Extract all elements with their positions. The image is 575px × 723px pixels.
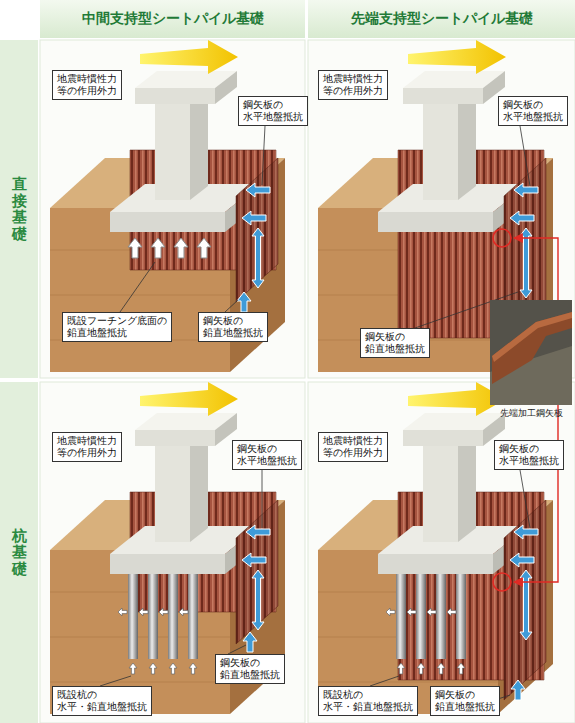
text-block: 先端支持型シートパイル基礎 [351,10,533,28]
text-segment: 鋼矢板の [203,315,243,326]
caption-label: 先端加工鋼矢板 [490,407,572,420]
callout-box: 鋼矢板の 水平地盤抵抗 [238,96,308,126]
text-segment: 水平地盤抵抗 [237,455,297,466]
text-segment: 地震時慣性力 [57,73,117,84]
text-block: 地震時慣性力 等の作用外力 [323,435,383,459]
text-segment: 地震時慣性力 [57,435,117,446]
callout-box: 鋼矢板の 鉛直地盤抵抗 [430,686,500,716]
text-segment: 等の作用外力 [323,85,383,96]
callout-box: 地震時慣性力 等の作用外力 [52,432,122,462]
text-block: 鋼矢板の 鉛直地盤抵抗 [435,689,495,713]
text-block: 中間支持型シートパイル基礎 [82,10,264,28]
text-block: 地震時慣性力 等の作用外力 [57,435,117,459]
callout-box: 鋼矢板の 水平地盤抵抗 [498,96,568,126]
text-segment: 既設杭の [57,689,97,700]
callout-box: 既設フーチング底面の 鉛直地盤抵抗 [62,312,172,342]
text-segment: 水平・鉛直地盤抵抗 [323,701,413,712]
callout-box: 鋼矢板の 鉛直地盤抵抗 [360,328,430,358]
text-segment: 等の作用外力 [57,447,117,458]
callout-box: 鋼矢板の 鉛直地盤抵抗 [215,654,285,684]
text-block: 鋼矢板の 鉛直地盤抵抗 [365,331,425,355]
callout-box: 鋼矢板の 水平地盤抵抗 [232,440,302,470]
row-label-band: 杭基礎 [0,382,38,723]
text-segment: 鋼矢板の [499,443,539,454]
callout-box: 既設杭の 水平・鉛直地盤抵抗 [52,686,152,716]
text-block: 既設フーチング底面の 鉛直地盤抵抗 [67,315,167,339]
text-segment: 鋼矢板の [365,331,405,342]
text-segment: 水平地盤抵抗 [503,111,563,122]
text-segment: 等の作用外力 [323,447,383,458]
callout-box: 既設杭の 水平・鉛直地盤抵抗 [318,686,418,716]
column-header: 中間支持型シートパイル基礎 [40,0,305,38]
text-block: 既設杭の 水平・鉛直地盤抵抗 [57,689,147,713]
text-segment: 鉛直地盤抵抗 [220,669,280,680]
text-segment: 鉛直地盤抵抗 [365,343,425,354]
callout-box: 鋼矢板の 鉛直地盤抵抗 [198,312,268,342]
callout-box: 地震時慣性力 等の作用外力 [318,70,388,100]
text-block: 鋼矢板の 水平地盤抵抗 [243,99,303,123]
text-block: 鋼矢板の 水平地盤抵抗 [237,443,297,467]
text-segment: 水平・鉛直地盤抵抗 [57,701,147,712]
text-segment: 鉛直地盤抵抗 [67,327,127,338]
photo [490,300,572,405]
text-segment: 鋼矢板の [237,443,277,454]
text-segment: 既設杭の [323,689,363,700]
text-segment: 地震時慣性力 [323,73,383,84]
text-block: 鋼矢板の 水平地盤抵抗 [503,99,563,123]
text-segment: 鋼矢板の [220,657,260,668]
text-block: 既設杭の 水平・鉛直地盤抵抗 [323,689,413,713]
text-segment: 鋼矢板の [503,99,543,110]
text-block: 地震時慣性力 等の作用外力 [323,73,383,97]
text-segment: 鉛直地盤抵抗 [435,701,495,712]
text-block: 鋼矢板の 鉛直地盤抵抗 [220,657,280,681]
text-block: 鋼矢板の 水平地盤抵抗 [499,443,559,467]
text-segment: 地震時慣性力 [323,435,383,446]
text-block: 地震時慣性力 等の作用外力 [57,73,117,97]
text-segment: 水平地盤抵抗 [499,455,559,466]
text-segment: 等の作用外力 [57,85,117,96]
text-segment: 鋼矢板の [435,689,475,700]
row-label-band: 直接基礎 [0,40,38,378]
text-segment: 既設フーチング底面の [67,315,167,326]
text-block: 直接基礎 [12,176,27,242]
callout-box: 地震時慣性力 等の作用外力 [318,432,388,462]
callout-box: 鋼矢板の 水平地盤抵抗 [494,440,564,470]
text-segment: 水平地盤抵抗 [243,111,303,122]
text-block: 鋼矢板の 鉛直地盤抵抗 [203,315,263,339]
callout-box: 地震時慣性力 等の作用外力 [52,70,122,100]
text-segment: 鋼矢板の [243,99,283,110]
text-block: 杭基礎 [12,528,27,578]
column-header: 先端支持型シートパイル基礎 [308,0,575,38]
text-segment: 鉛直地盤抵抗 [203,327,263,338]
